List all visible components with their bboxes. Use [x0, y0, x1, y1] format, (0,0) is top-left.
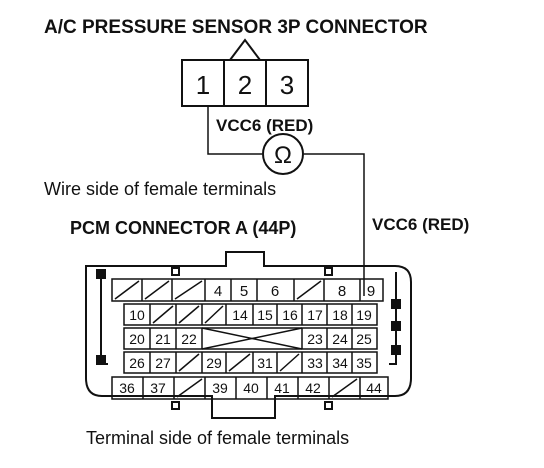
pcm-pin-42: 42	[305, 380, 321, 396]
pcm-pin-14: 14	[232, 307, 248, 323]
pcm-pin-16: 16	[282, 307, 298, 323]
pcm-pin-31: 31	[257, 355, 273, 371]
pcm-pin-9: 9	[367, 283, 375, 300]
pcm-pin-18: 18	[332, 307, 348, 323]
pcm-pin-6: 6	[271, 283, 279, 300]
pcm-pin-22: 22	[181, 331, 197, 347]
pcm-pin-21: 21	[155, 331, 171, 347]
blocked-cavity-cross	[201, 327, 303, 350]
pcm-pin-27: 27	[155, 355, 171, 371]
vcc6-label-right: VCC6 (RED)	[372, 215, 469, 234]
wire-side-caption: Wire side of female terminals	[44, 179, 276, 199]
sensor-pin-2: 2	[238, 70, 252, 100]
terminal-side-caption: Terminal side of female terminals	[86, 428, 349, 448]
pcm-row-4	[123, 351, 378, 374]
pcm-pin-8: 8	[338, 283, 346, 300]
pcm-pin-37: 37	[150, 380, 166, 396]
sensor-pin-3: 3	[280, 70, 294, 100]
ohm-icon: Ω	[274, 142, 292, 169]
pcm-row-1	[111, 278, 384, 302]
pcm-pin-36: 36	[119, 380, 135, 396]
sensor-pin-1: 1	[196, 70, 210, 100]
pcm-connector-housing	[85, 251, 412, 419]
pcm-pin-4: 4	[214, 283, 222, 300]
pcm-pin-35: 35	[356, 355, 372, 371]
pcm-pin-44: 44	[366, 380, 382, 396]
pcm-pin-26: 26	[129, 355, 145, 371]
pcm-pin-24: 24	[332, 331, 348, 347]
sensor-connector-title: A/C PRESSURE SENSOR 3P CONNECTOR	[44, 17, 428, 38]
pcm-pin-20: 20	[129, 331, 145, 347]
pcm-pin-17: 17	[307, 307, 323, 323]
pcm-row-3	[123, 327, 378, 350]
pcm-pin-25: 25	[356, 331, 372, 347]
pcm-pin-19: 19	[356, 307, 372, 323]
pcm-pin-41: 41	[274, 380, 290, 396]
pcm-connector-label: PCM CONNECTOR A (44P)	[70, 218, 296, 238]
vcc6-label-top: VCC6 (RED)	[216, 116, 313, 135]
pcm-pin-34: 34	[332, 355, 348, 371]
probe-wires	[207, 106, 365, 296]
ohmmeter-symbol	[262, 133, 304, 175]
pcm-pin-5: 5	[240, 283, 248, 300]
pcm-pin-29: 29	[206, 355, 222, 371]
pcm-row-2	[123, 303, 378, 326]
pcm-pin-15: 15	[257, 307, 273, 323]
pcm-pin-23: 23	[307, 331, 323, 347]
pcm-pin-40: 40	[243, 380, 259, 396]
sensor-3p-connector	[181, 38, 309, 107]
pcm-pin-10: 10	[129, 307, 145, 323]
pcm-row-5	[111, 376, 389, 400]
pcm-pin-33: 33	[307, 355, 323, 371]
pcm-pin-39: 39	[212, 380, 228, 396]
